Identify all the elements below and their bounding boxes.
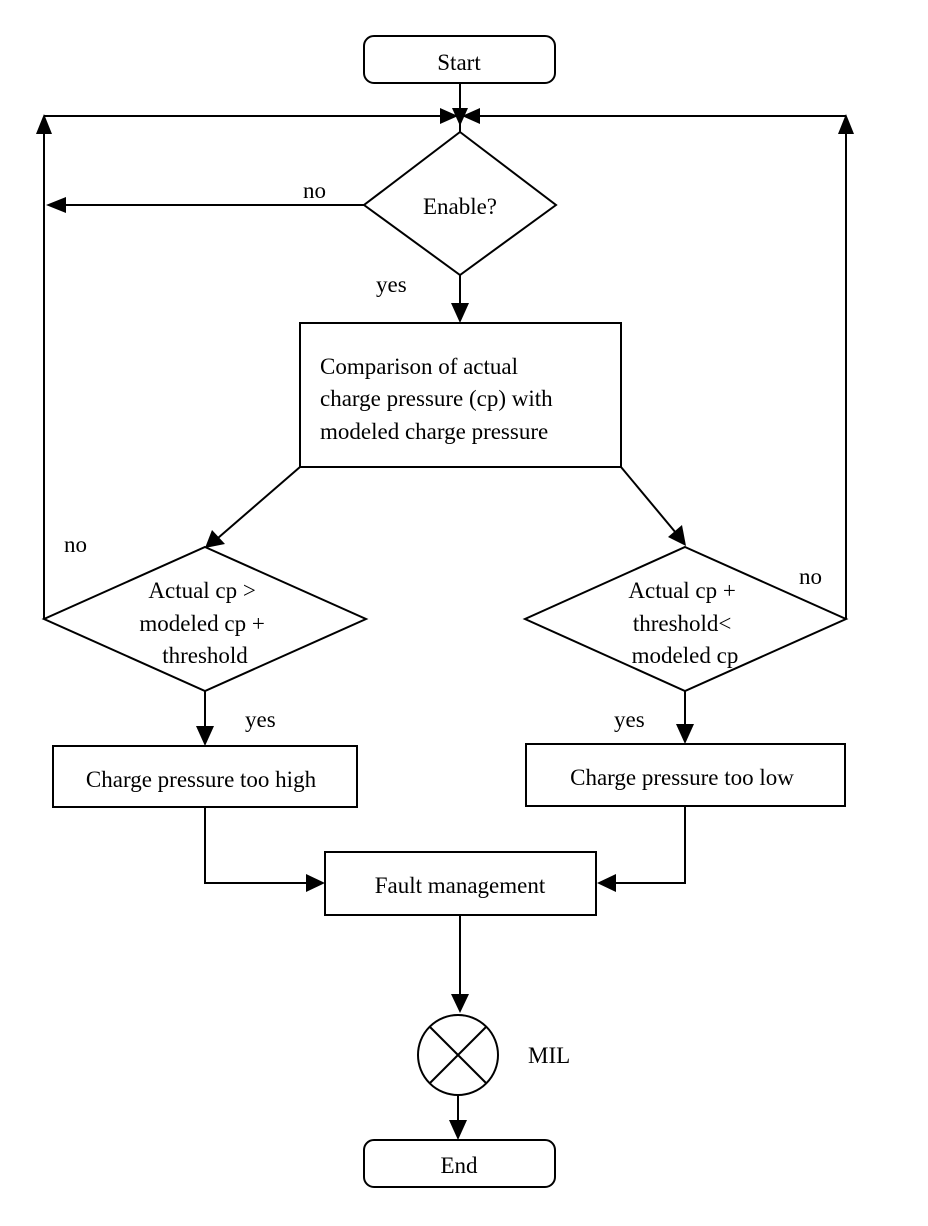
end-terminator — [363, 1139, 556, 1188]
arrowhead-low-fault — [597, 874, 616, 892]
high-check-line-3: threshold — [162, 643, 248, 668]
high-check-line-1: Actual cp > — [148, 578, 256, 603]
too-high-label: Charge pressure too high — [86, 767, 317, 792]
arrowhead-low-no — [838, 114, 854, 134]
high-check-label: Actual cp > modeled cp + threshold — [139, 578, 270, 668]
too-low-process — [525, 743, 846, 807]
mil-lamp-icon — [417, 1014, 499, 1096]
connector-comparison-low — [620, 466, 677, 534]
comparison-process — [299, 322, 622, 468]
comparison-line-3: modeled charge pressure — [320, 419, 548, 444]
end-label: End — [440, 1153, 478, 1178]
arrowhead-enable-yes — [451, 303, 469, 323]
arrowhead-comparison-high — [205, 530, 225, 548]
connector-low-fault — [614, 806, 686, 884]
arrowhead-high-fault — [306, 874, 325, 892]
low-check-label: Actual cp + threshold< modeled cp — [628, 578, 741, 668]
too-low-label: Charge pressure too low — [570, 765, 794, 790]
comparison-label: Comparison of actual charge pressure (cp… — [320, 354, 558, 444]
enable-label: Enable? — [423, 194, 497, 219]
connector-high-fault — [204, 807, 308, 884]
enable-yes-label: yes — [376, 272, 407, 297]
high-no-label: no — [64, 532, 87, 557]
connector-comparison-high — [217, 466, 301, 539]
arrowhead-mil-end — [449, 1120, 467, 1140]
arrowhead-high-yes — [196, 726, 214, 746]
comparison-line-1: Comparison of actual — [320, 354, 518, 379]
high-check-line-2: modeled cp + — [139, 611, 264, 636]
low-no-label: no — [799, 564, 822, 589]
fault-management-label: Fault management — [375, 873, 546, 898]
arrowhead-enable-no — [46, 197, 66, 213]
arrowhead-low-yes — [676, 724, 694, 744]
low-check-line-2: threshold< — [633, 611, 732, 636]
start-label: Start — [437, 50, 481, 75]
high-yes-label: yes — [245, 707, 276, 732]
too-high-process — [52, 745, 358, 808]
arrowhead-loop-right-in — [462, 108, 480, 124]
arrowhead-fault-mil — [451, 994, 469, 1013]
low-check-line-1: Actual cp + — [628, 578, 736, 603]
low-yes-label: yes — [614, 707, 645, 732]
enable-no-label: no — [303, 178, 326, 203]
low-check-line-3: modeled cp — [632, 643, 739, 668]
mil-label: MIL — [528, 1043, 570, 1068]
fault-management-process — [324, 851, 597, 916]
arrowhead-high-no — [36, 114, 52, 134]
comparison-line-2: charge pressure (cp) with — [320, 386, 553, 411]
arrowhead-comparison-low — [668, 525, 686, 546]
arrowhead-loop-left-in — [440, 108, 458, 124]
